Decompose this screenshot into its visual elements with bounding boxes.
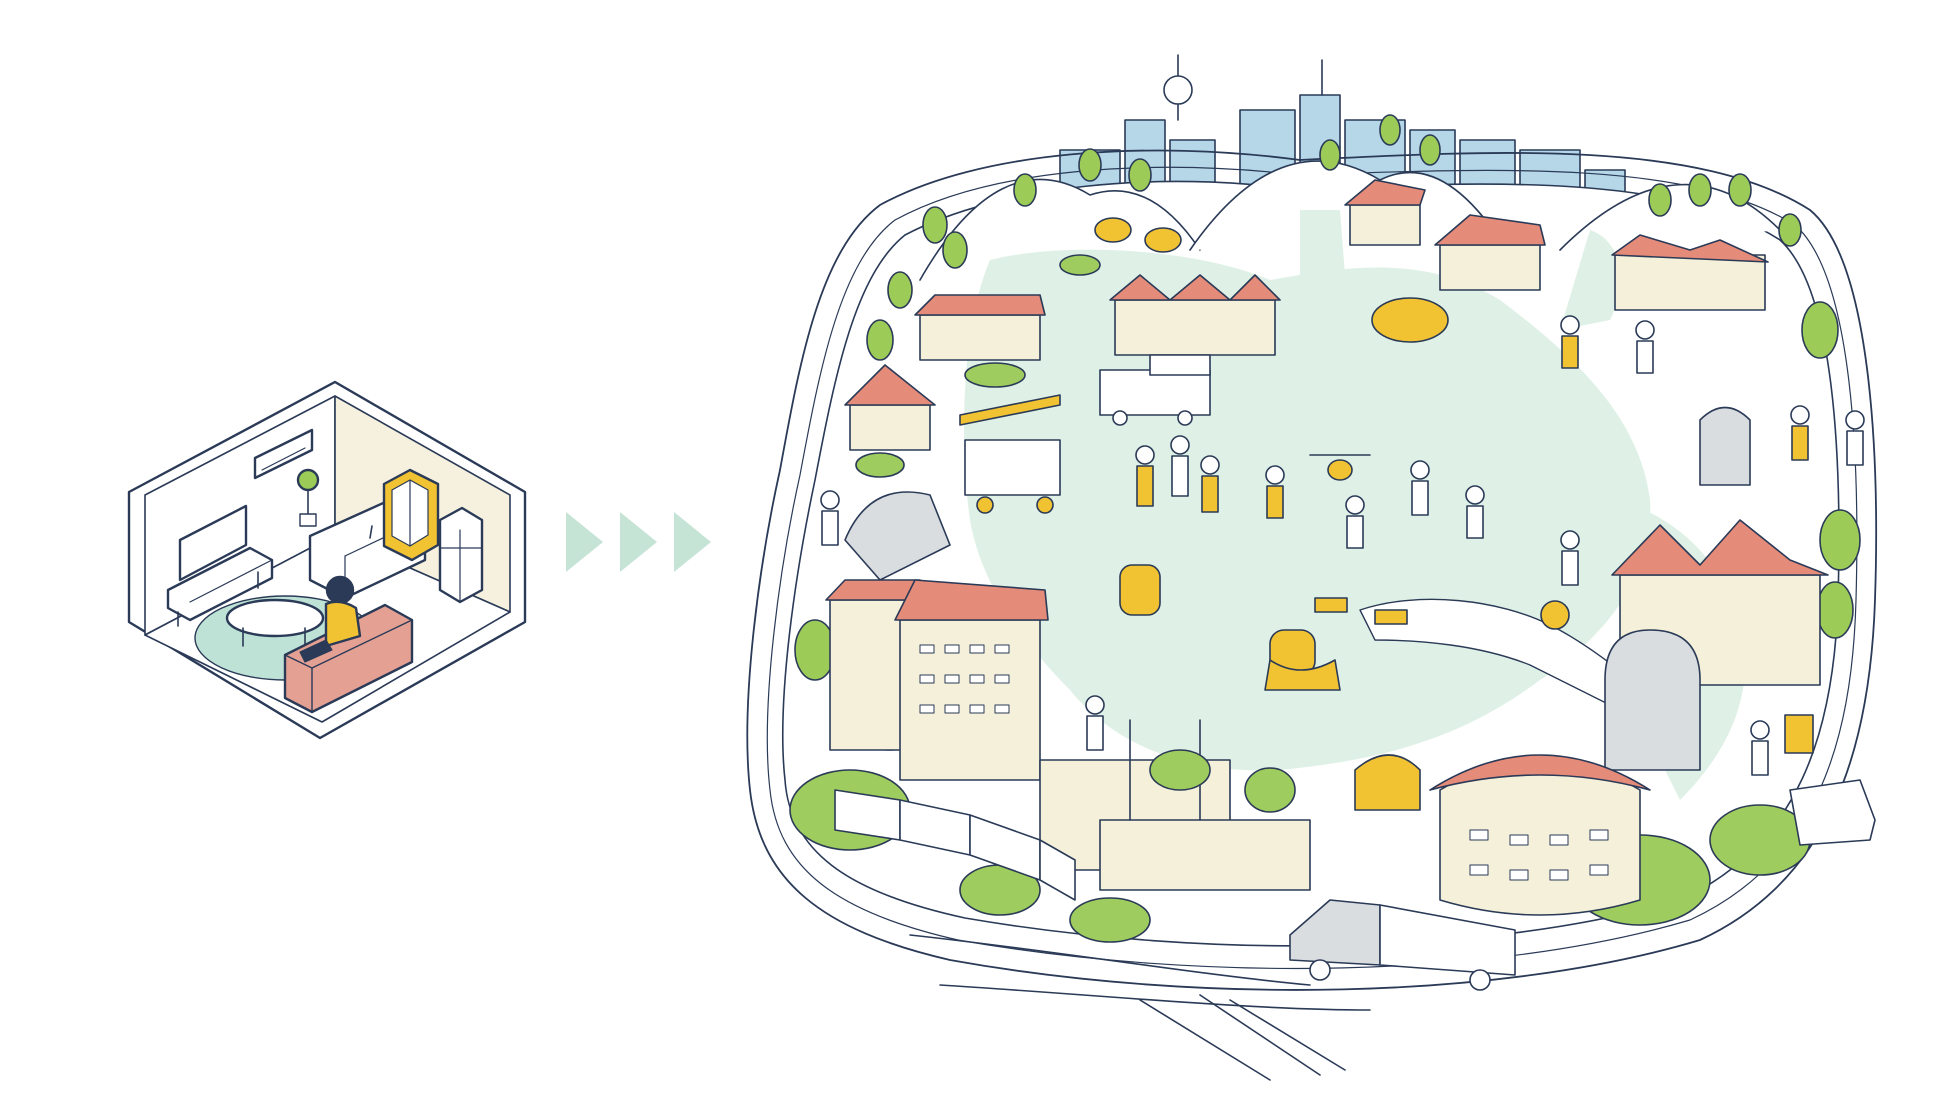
coffee-table-icon <box>225 598 325 647</box>
seated-person-icon <box>299 575 362 663</box>
shelf-icon <box>382 468 440 562</box>
market-cart-icon <box>959 394 1061 514</box>
triple-chevron-right-icon <box>566 512 711 572</box>
fridge-icon <box>438 506 484 604</box>
round-building-icon <box>1429 754 1651 916</box>
apartment-building-icon <box>825 579 1049 781</box>
lamp-plant-icon <box>296 468 320 527</box>
drone-icon <box>1309 454 1371 481</box>
train-icon <box>834 789 1076 901</box>
air-conditioner-icon <box>253 428 314 480</box>
tv-cabinet-icon <box>166 546 274 627</box>
road-icon <box>909 934 1371 1081</box>
people-icon <box>820 315 1865 776</box>
isometric-room <box>127 380 527 740</box>
town-illustration <box>746 54 1878 1081</box>
greenhouse-icon <box>1039 719 1311 891</box>
delivery-van-icon <box>1289 779 1876 991</box>
house-icon <box>844 179 1829 686</box>
railway-icon <box>746 149 1878 991</box>
sofa-icon <box>283 603 414 714</box>
food-truck-icon <box>1099 354 1211 426</box>
dome-icon <box>844 406 1751 771</box>
robot-icon <box>1094 217 1570 811</box>
